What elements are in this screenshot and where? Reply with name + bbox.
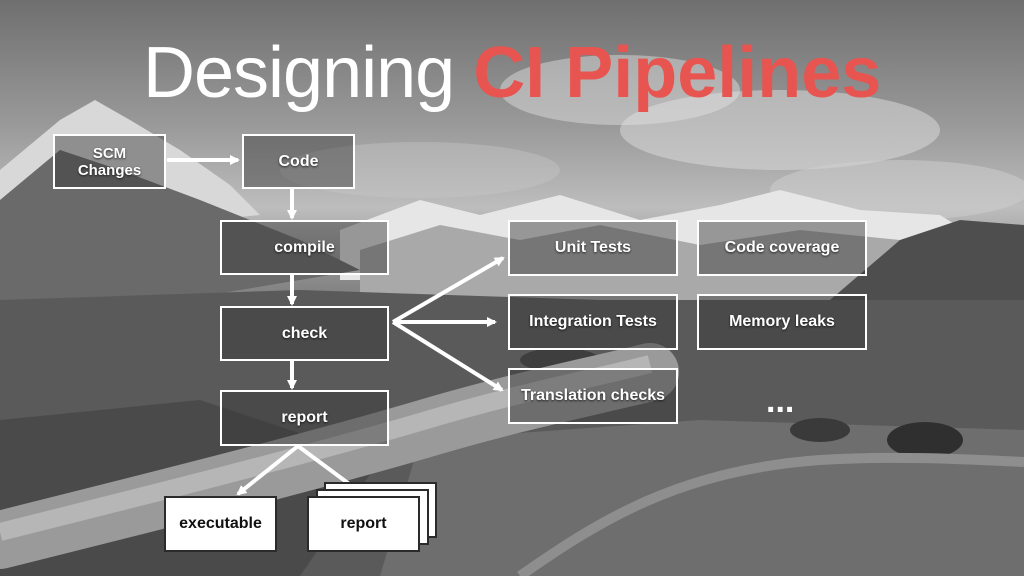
- report-box: report: [220, 390, 389, 446]
- executable-output: executable: [164, 496, 277, 552]
- scm-changes-box: SCM Changes: [53, 134, 166, 189]
- integration-tests-box: Integration Tests: [508, 294, 678, 350]
- memory-leaks-box: Memory leaks: [697, 294, 867, 350]
- more-ellipsis: ...: [766, 382, 795, 420]
- code-coverage-box: Code coverage: [697, 220, 867, 276]
- page-title: Designing CI Pipelines: [143, 28, 881, 118]
- translation-checks-box: Translation checks: [508, 368, 678, 424]
- report-output: report: [307, 496, 420, 552]
- compile-box: compile: [220, 220, 389, 275]
- unit-tests-box: Unit Tests: [508, 220, 678, 276]
- code-box: Code: [242, 134, 355, 189]
- title-accent: CI Pipelines: [473, 33, 882, 113]
- title-main: Designing: [143, 33, 455, 113]
- check-box: check: [220, 306, 389, 361]
